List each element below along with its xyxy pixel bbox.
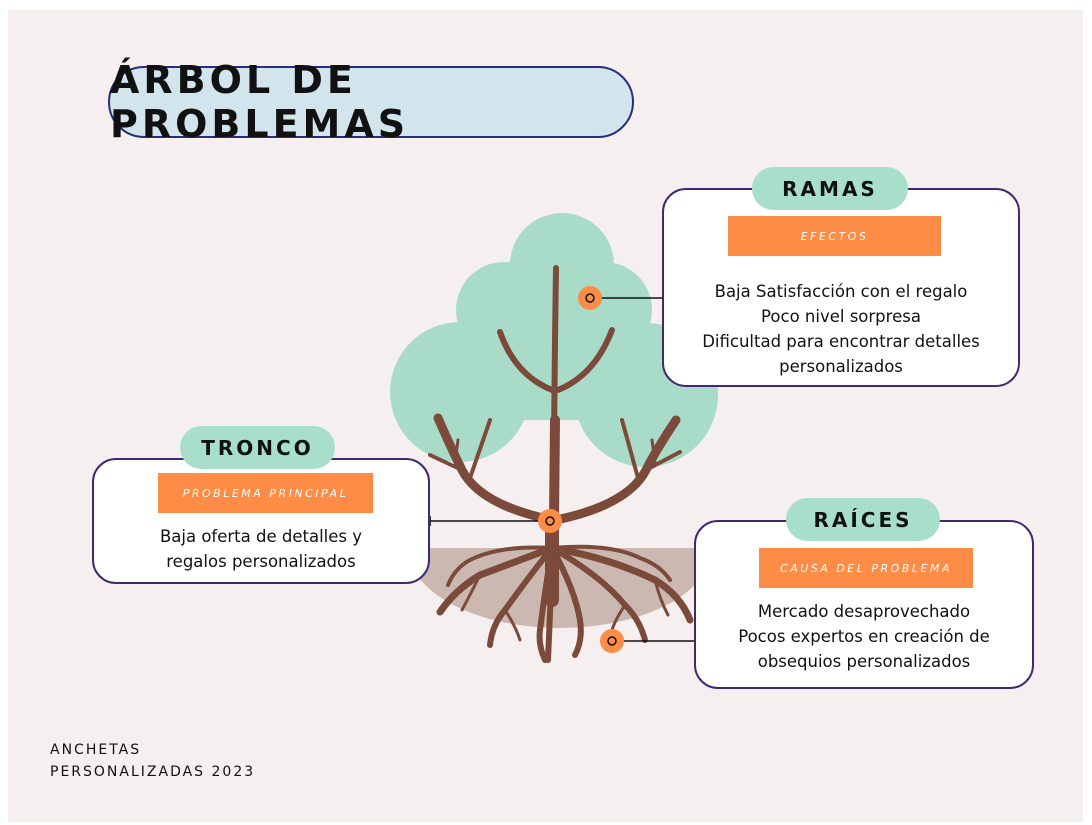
raices-line: Pocos expertos en creación de <box>738 627 990 646</box>
tree-roots <box>436 544 694 663</box>
tronco-text: Baja oferta de detalles y regalos person… <box>94 524 428 574</box>
tronco-tag: TRONCO <box>180 426 335 469</box>
diagram-title: ÁRBOL DE PROBLEMAS <box>110 58 410 146</box>
tronco-card: PROBLEMA PRINCIPAL Baja oferta de detall… <box>92 458 430 584</box>
ramas-card: EFECTOS Baja Satisfacción con el regalo … <box>662 188 1020 387</box>
raices-line: obsequios personalizados <box>757 652 971 671</box>
tronco-line: Baja oferta de detalles y <box>159 527 363 546</box>
ramas-line: Baja Satisfacción con el regalo <box>714 282 968 301</box>
raices-band: CAUSA DEL PROBLEMA <box>759 548 973 588</box>
raices-text: Mercado desaprovechado Pocos expertos en… <box>696 599 1032 674</box>
raices-line: Mercado desaprovechado <box>757 602 971 621</box>
ramas-marker-dot <box>578 286 602 310</box>
tronco-marker-dot <box>538 509 562 533</box>
ramas-tag: RAMAS <box>752 167 908 210</box>
footer-line-2: PERSONALIZADAS 2023 <box>50 764 256 780</box>
ramas-line: Dificultad para encontrar detalles <box>702 332 980 351</box>
ramas-text: Baja Satisfacción con el regalo Poco niv… <box>664 279 1018 379</box>
tronco-line: regalos personalizados <box>166 552 356 571</box>
ramas-line: personalizados <box>779 357 903 376</box>
title-pill: ÁRBOL DE PROBLEMAS <box>108 58 634 146</box>
footer-text: ANCHETAS PERSONALIZADAS 2023 <box>50 739 255 783</box>
tronco-band: PROBLEMA PRINCIPAL <box>158 473 373 513</box>
tree-foliage <box>390 213 718 467</box>
raices-card: CAUSA DEL PROBLEMA Mercado desaprovechad… <box>694 520 1034 689</box>
raices-marker-dot <box>600 629 624 653</box>
footer-line-1: ANCHETAS <box>50 742 142 758</box>
ramas-band: EFECTOS <box>728 216 941 256</box>
marker-dots <box>538 286 624 653</box>
raices-tag: RAÍCES <box>786 498 940 541</box>
ramas-line: Poco nivel sorpresa <box>761 307 921 326</box>
